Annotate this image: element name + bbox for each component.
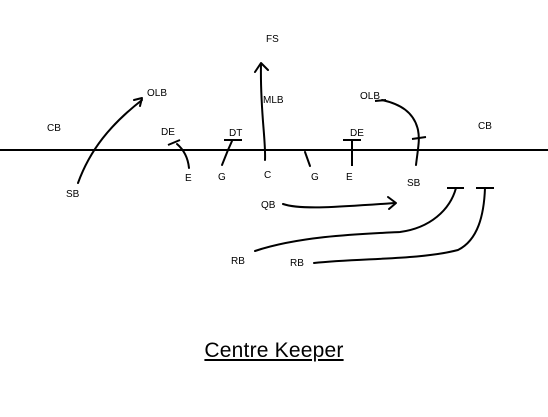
- olb-right-marker: [374, 99, 387, 102]
- c-arrowhead: [254, 62, 269, 73]
- label-mlb: MLB: [263, 95, 284, 106]
- c-route: [259, 63, 267, 161]
- e-left-block: [176, 143, 190, 169]
- label-qb: QB: [261, 200, 276, 211]
- sb-right-route: [381, 99, 420, 166]
- label-sb-left: SB: [66, 189, 80, 200]
- label-g-right: G: [311, 172, 319, 183]
- label-fs: FS: [266, 34, 279, 45]
- label-e-right: E: [346, 172, 353, 183]
- qb-route: [282, 202, 396, 209]
- label-rb-right: RB: [290, 258, 304, 269]
- play-title: Centre Keeper: [204, 339, 344, 362]
- label-e-left: E: [185, 173, 192, 184]
- sb-left-route: [77, 99, 143, 184]
- sb-left-arrowhead: [133, 97, 143, 107]
- label-cb-left: CB: [47, 123, 61, 134]
- sb-right-block-bar: [411, 136, 427, 140]
- g-right-block: [304, 151, 311, 167]
- label-g-left: G: [218, 172, 226, 183]
- rb-left-route: [254, 187, 457, 252]
- rb-right-route: [313, 187, 486, 264]
- e-left-block-bar: [167, 139, 181, 146]
- qb-arrowhead: [387, 196, 397, 210]
- label-sb-right: SB: [407, 178, 421, 189]
- label-c: C: [264, 170, 271, 181]
- label-dt: DT: [229, 128, 242, 139]
- label-de-left: DE: [161, 127, 175, 138]
- g-left-block: [221, 140, 233, 166]
- label-cb-right: CB: [478, 121, 492, 132]
- label-olb-left: OLB: [147, 88, 167, 99]
- label-rb-left: RB: [231, 256, 245, 267]
- label-de-right: DE: [350, 128, 364, 139]
- label-olb-right: OLB: [360, 91, 380, 102]
